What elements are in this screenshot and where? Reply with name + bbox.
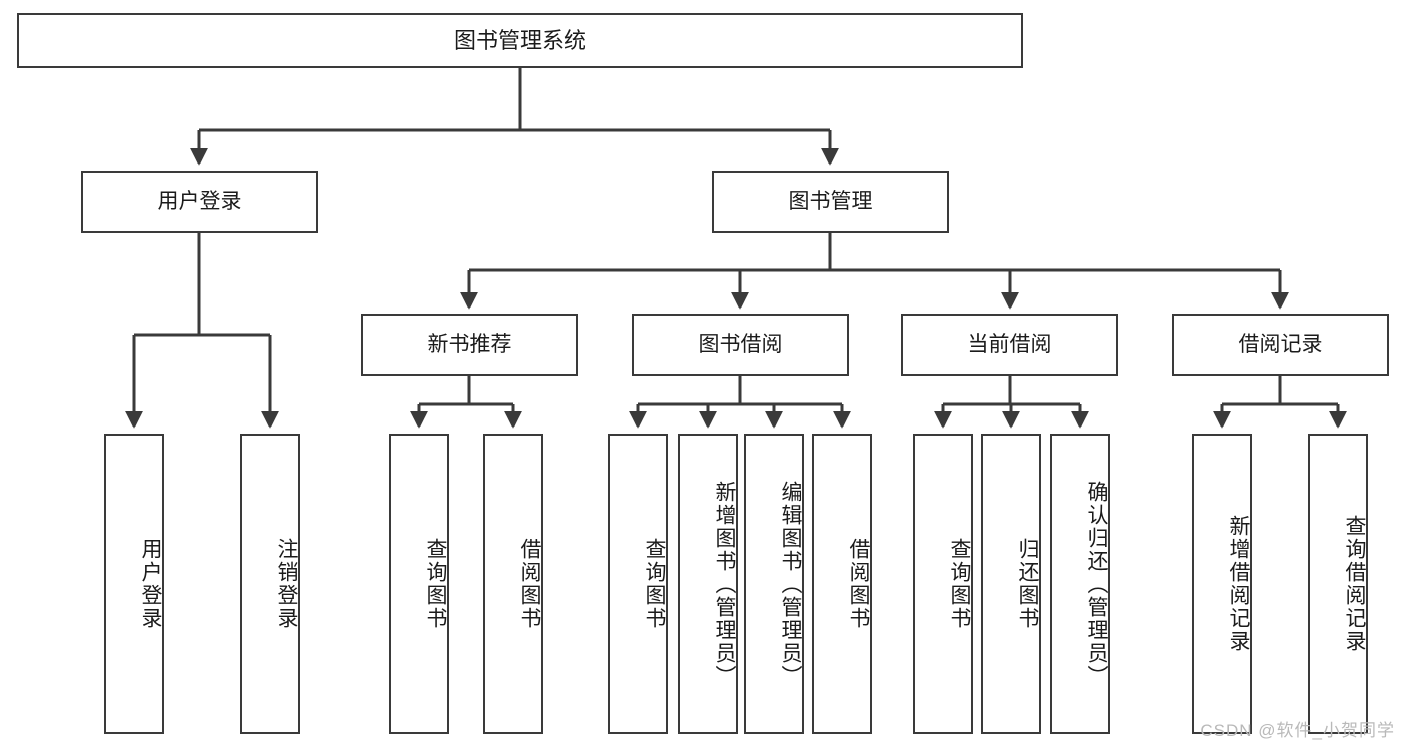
node-leaf-confirm-return-admin-label: 确认归还（管理员） [1085, 480, 1108, 688]
node-new-book-recommend-label: 新书推荐 [427, 332, 512, 356]
node-leaf-user-login[interactable]: 用户登录 [104, 434, 164, 734]
node-leaf-borrow-book-newbook[interactable]: 借阅图书 [483, 434, 543, 734]
node-leaf-edit-book-admin-label: 编辑图书（管理员） [779, 480, 802, 688]
watermark: CSDN @软件_小贺同学 [1200, 721, 1395, 740]
node-leaf-return-book-label: 归还图书 [1016, 538, 1039, 630]
node-leaf-return-book[interactable]: 归还图书 [981, 434, 1041, 734]
node-leaf-query-borrow-record-label: 查询借阅记录 [1343, 515, 1366, 653]
node-current-borrow-label: 当前借阅 [967, 332, 1052, 356]
node-leaf-logout-label: 注销登录 [275, 538, 298, 630]
node-user-login-label: 用户登录 [157, 189, 242, 213]
node-leaf-user-login-label: 用户登录 [139, 538, 162, 630]
node-leaf-add-borrow-record[interactable]: 新增借阅记录 [1192, 434, 1252, 734]
node-leaf-logout[interactable]: 注销登录 [240, 434, 300, 734]
node-leaf-add-book-admin[interactable]: 新增图书（管理员） [678, 434, 738, 734]
node-leaf-confirm-return-admin[interactable]: 确认归还（管理员） [1050, 434, 1110, 734]
node-book-borrow[interactable]: 图书借阅 [632, 314, 849, 376]
node-leaf-query-book-borrow[interactable]: 查询图书 [608, 434, 668, 734]
node-leaf-query-borrow-record[interactable]: 查询借阅记录 [1308, 434, 1368, 734]
node-leaf-query-book-borrow-label: 查询图书 [643, 538, 666, 630]
node-leaf-borrow-book-label: 借阅图书 [847, 538, 870, 630]
node-leaf-borrow-book-newbook-label: 借阅图书 [518, 538, 541, 630]
node-borrow-record-label: 借阅记录 [1238, 332, 1323, 356]
node-book-management-label: 图书管理 [788, 189, 873, 213]
node-leaf-query-book-newbook-label: 查询图书 [424, 538, 447, 630]
node-leaf-query-book-current[interactable]: 查询图书 [913, 434, 973, 734]
node-current-borrow[interactable]: 当前借阅 [901, 314, 1118, 376]
node-new-book-recommend[interactable]: 新书推荐 [361, 314, 578, 376]
node-root-label: 图书管理系统 [453, 27, 586, 53]
node-root[interactable]: 图书管理系统 [17, 13, 1023, 68]
node-leaf-query-book-current-label: 查询图书 [948, 538, 971, 630]
node-leaf-query-book-newbook[interactable]: 查询图书 [389, 434, 449, 734]
node-borrow-record[interactable]: 借阅记录 [1172, 314, 1389, 376]
node-leaf-borrow-book[interactable]: 借阅图书 [812, 434, 872, 734]
node-book-management[interactable]: 图书管理 [712, 171, 949, 233]
node-user-login[interactable]: 用户登录 [81, 171, 318, 233]
node-leaf-add-borrow-record-label: 新增借阅记录 [1227, 515, 1250, 653]
node-leaf-edit-book-admin[interactable]: 编辑图书（管理员） [744, 434, 804, 734]
node-book-borrow-label: 图书借阅 [698, 332, 783, 356]
node-leaf-add-book-admin-label: 新增图书（管理员） [713, 480, 736, 688]
